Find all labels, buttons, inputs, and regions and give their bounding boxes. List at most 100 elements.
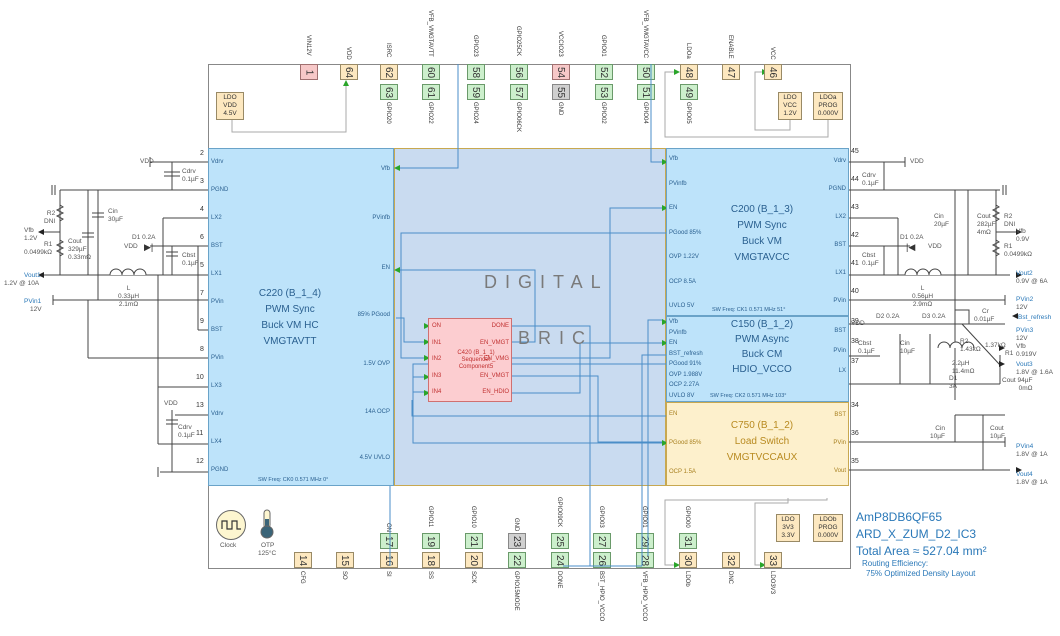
c150-signal: Vfb	[669, 319, 679, 325]
top-pin-61[interactable]: 61	[422, 84, 440, 100]
cin4-value: 10µF	[930, 433, 945, 440]
c420-title-line: Sequencer	[461, 357, 491, 363]
bottom-pin-33[interactable]: 33	[764, 552, 782, 568]
top-pin-1[interactable]: 1	[300, 64, 318, 80]
top-pin-label: VCC	[769, 47, 775, 61]
bottom-pin-30[interactable]: 30	[679, 552, 697, 568]
pvin2-value: 12V	[1016, 304, 1028, 311]
top-pin-48[interactable]: 48	[680, 64, 698, 80]
c220-pin-pgnd: PGND	[211, 187, 229, 193]
c750-block[interactable]	[666, 402, 849, 486]
clock-icon[interactable]	[216, 510, 246, 540]
c220-pin-number: 8	[200, 346, 204, 353]
bottom-pin-27[interactable]: 27	[593, 533, 611, 549]
bottom-pin-15[interactable]: 15	[336, 552, 354, 568]
top-pin-label: ENABLE	[727, 34, 733, 59]
ldo-3v3-box[interactable]: LDO 3V3 3.3V	[776, 514, 800, 542]
c220-pin-number: 3	[200, 178, 204, 185]
top-pin-47[interactable]: 47	[722, 64, 740, 80]
c750-pin-number: 36	[851, 430, 859, 437]
ldo-vcc-box[interactable]: LDO VCC 1.2V	[778, 92, 802, 120]
top-pin-63[interactable]: 63	[380, 84, 398, 100]
fabric-label-bric: BRIC	[518, 328, 594, 348]
top-pin-label: GND	[557, 102, 563, 116]
c200-title-line: PWM Sync	[737, 220, 787, 231]
r2b-value: 1.43kΩ	[960, 346, 981, 353]
right-cin-2-name: Cin	[900, 340, 910, 347]
ldo-3v3-line3: 3.3V	[781, 532, 795, 539]
bottom-pin-24[interactable]: 24	[551, 552, 569, 568]
c150-pin-lx: LX	[838, 368, 846, 374]
bottom-pin-23[interactable]: 23	[508, 533, 526, 549]
c200-signal: PGood 85%	[669, 229, 702, 236]
top-pin-57[interactable]: 57	[510, 84, 528, 100]
c150-block[interactable]	[666, 316, 849, 402]
top-pin-46[interactable]: 46	[764, 64, 782, 80]
bottom-pin-label: ON	[385, 522, 391, 532]
bottom-pin-19[interactable]: 19	[422, 533, 440, 549]
bottom-pin-18[interactable]: 18	[422, 552, 440, 568]
c220-pin-bst: BST	[211, 327, 223, 333]
bst-refresh-net[interactable]: Bst_refresh	[1018, 314, 1052, 321]
bottom-pin-16[interactable]: 16	[380, 552, 398, 568]
routing-efficiency-label: Routing Efficiency:	[862, 559, 929, 568]
right-cbst-value: 0.1µF	[862, 260, 879, 267]
c420-sequencer-block[interactable]	[428, 318, 512, 402]
right-cin-value: 20µF	[934, 221, 949, 228]
clock-label: Clock	[220, 542, 237, 549]
c220-pin-lx4: LX4	[211, 439, 222, 445]
top-pin-53[interactable]: 53	[595, 84, 613, 100]
bottom-pin-label: SCK	[470, 571, 476, 584]
c150-title-line: Buck CM	[741, 349, 783, 360]
top-pin-62[interactable]: 62	[380, 64, 398, 80]
bottom-pin-32[interactable]: 32	[722, 552, 740, 568]
top-pin-64[interactable]: 64	[340, 64, 358, 80]
right-cout-value: 282µF	[977, 221, 996, 228]
bottom-pin-29[interactable]: 29	[636, 533, 654, 549]
ldob-line1: LDOb	[819, 516, 837, 523]
top-pin-59[interactable]: 59	[467, 84, 485, 100]
right-vfb-name: Vfb	[1016, 228, 1026, 235]
c200-block[interactable]	[666, 148, 849, 316]
bottom-pin-22[interactable]: 22	[508, 552, 526, 568]
top-pin-56[interactable]: 56	[510, 64, 528, 80]
c200-title-line: Buck VM	[741, 236, 782, 247]
c220-pin-number: 7	[200, 290, 204, 297]
ldoa-line3: 0.000V	[817, 110, 839, 117]
c220-title-line: Buck VM HC	[261, 320, 319, 331]
right-cdrv-name: Cdrv	[862, 172, 876, 179]
top-pin-54[interactable]: 54	[552, 64, 570, 80]
bottom-pin-21[interactable]: 21	[465, 533, 483, 549]
c220-block[interactable]	[208, 148, 394, 486]
c220-pin-bst: BST	[211, 243, 223, 249]
bottom-pin-17[interactable]: 17	[380, 533, 398, 549]
top-pin-55[interactable]: 55	[552, 84, 570, 100]
c150-title-line: PWM Async	[735, 334, 789, 345]
bottom-pin-31[interactable]: 31	[679, 533, 697, 549]
bottom-pin-25[interactable]: 25	[551, 533, 569, 549]
bottom-pin-26[interactable]: 26	[593, 552, 611, 568]
ldo-vdd-box[interactable]: LDO VDD 4.5V	[216, 92, 244, 120]
ldoa-prog-box[interactable]: LDOa PROG 0.000V	[813, 92, 843, 120]
top-pin-49[interactable]: 49	[680, 84, 698, 100]
ldob-prog-box[interactable]: LDOb PROG 0.000V	[813, 514, 843, 542]
top-pin-58[interactable]: 58	[467, 64, 485, 80]
bottom-pin-28[interactable]: 28	[636, 552, 654, 568]
top-pin-60[interactable]: 60	[422, 64, 440, 80]
c750-signal: PGood 85%	[669, 440, 702, 446]
bottom-pin-20[interactable]: 20	[465, 552, 483, 568]
top-pin-52[interactable]: 52	[595, 64, 613, 80]
bottom-pin-14[interactable]: 14	[294, 552, 312, 568]
